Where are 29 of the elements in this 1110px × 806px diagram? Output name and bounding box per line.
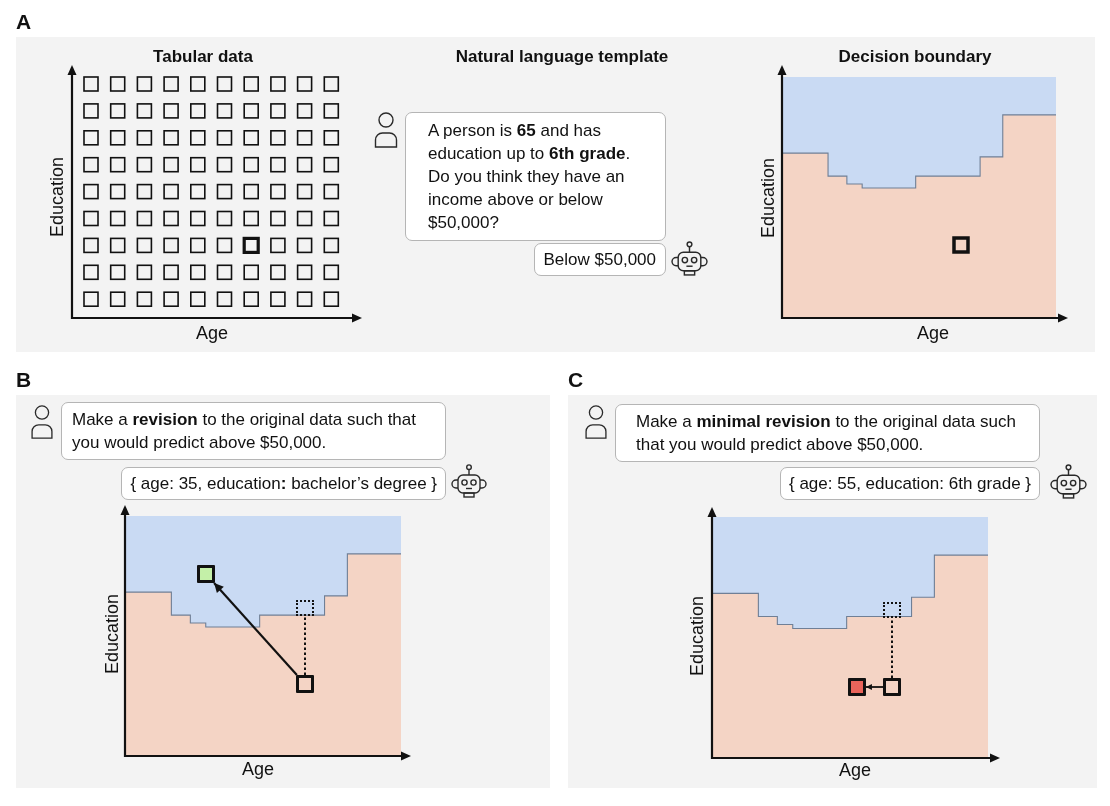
axis-label: Education	[686, 595, 708, 677]
dotted-line	[304, 615, 306, 676]
chat-bubble: { age: 35, education: bachelor’s degree }	[121, 467, 446, 500]
axis-label: Education	[46, 156, 68, 238]
panel-heading: Decision boundary	[838, 45, 992, 67]
panel-letter: A	[16, 11, 32, 33]
data-point	[296, 675, 314, 693]
revised-data-point	[848, 678, 866, 696]
axis-label: Age	[196, 322, 228, 344]
dotted-point-outline	[883, 602, 901, 618]
axis-label: Age	[917, 322, 949, 344]
panel-letter: B	[16, 369, 32, 391]
dotted-point-outline	[296, 600, 314, 616]
axis-label: Education	[101, 593, 123, 675]
axis-label: Age	[242, 758, 274, 780]
arrow	[865, 684, 884, 690]
chat-bubble: { age: 55, education: 6th grade }	[780, 467, 1040, 500]
axis-label: Age	[839, 759, 871, 781]
data-point	[883, 678, 901, 696]
panel-letter: C	[568, 369, 584, 391]
panel-heading: Natural language template	[455, 45, 669, 67]
chat-bubble: Make a revision to the original data such that you would predict above $50,000.	[61, 402, 446, 460]
arrow	[213, 582, 298, 676]
chat-bubble: Make a minimal revision to the original data such that you would predict above $50,000.	[615, 404, 1040, 462]
panel-heading: Tabular data	[153, 45, 253, 67]
axis-label: Education	[757, 157, 779, 239]
chat-bubble: A person is 65 and has education up to 6th grade. Do you think they have an income above or below $50,000?	[405, 112, 666, 241]
chat-bubble: Below $50,000	[533, 243, 666, 276]
revised-data-point	[197, 565, 215, 583]
